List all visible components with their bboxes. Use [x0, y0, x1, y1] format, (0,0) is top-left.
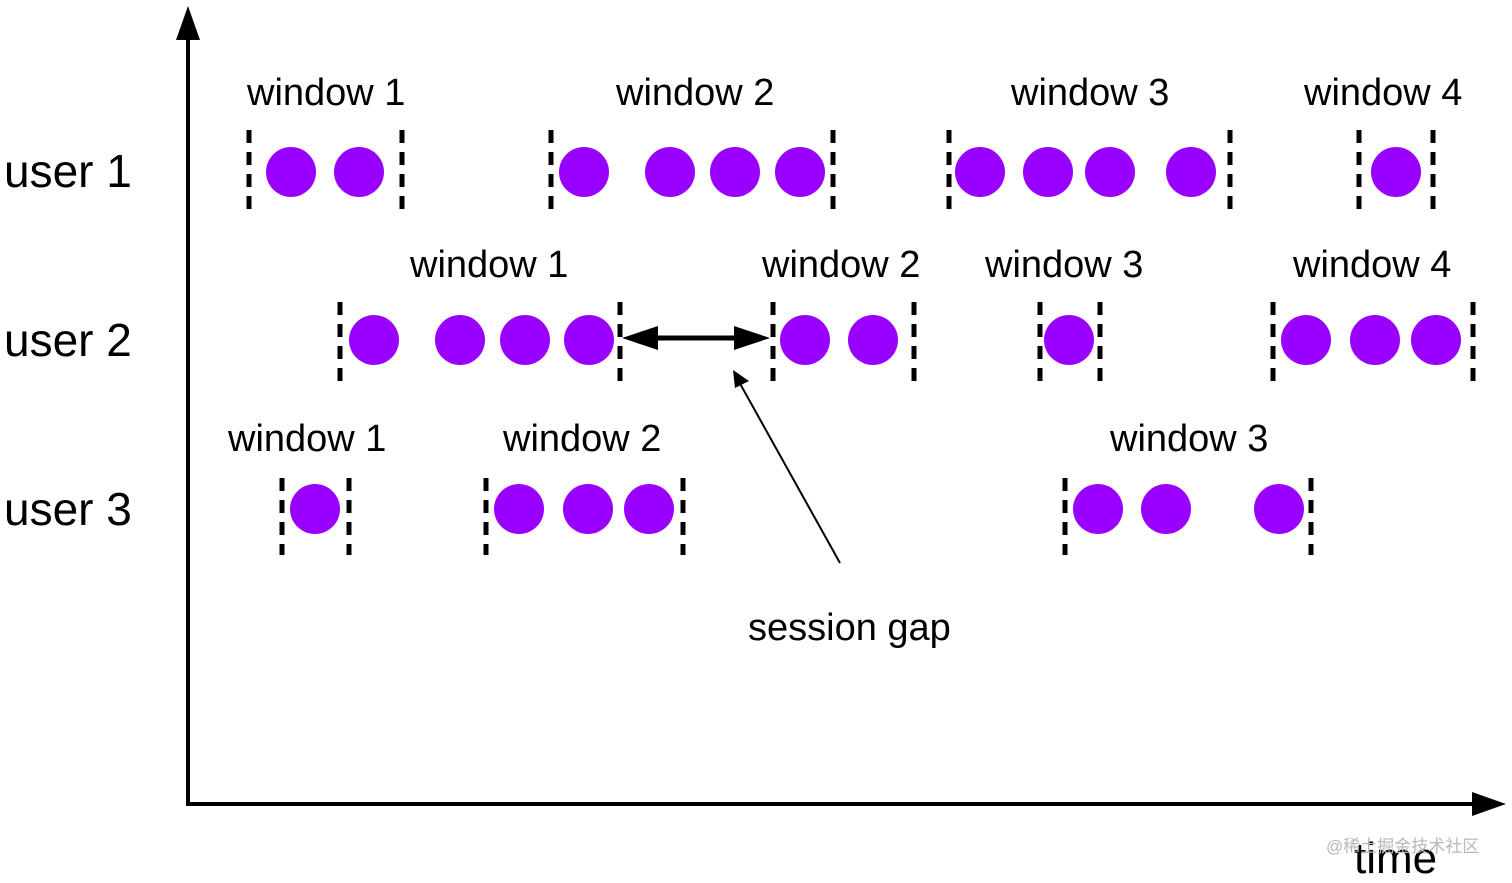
user-3-window-3-event-dot — [1141, 484, 1191, 534]
user-1-label: user 1 — [4, 145, 132, 197]
user-1-window-1-event-dot — [266, 147, 316, 197]
user-1-window-3-label: window 3 — [1011, 72, 1170, 114]
watermark: @稀土掘金技术社区 — [1326, 837, 1480, 856]
user-1-window-2-label: window 2 — [616, 72, 775, 114]
user-1-window-1-event-dot — [334, 147, 384, 197]
user-2-window-4-event-dot — [1350, 315, 1400, 365]
user-1-window-2-event-dot — [559, 147, 609, 197]
user-3-window-1-label: window 1 — [228, 418, 387, 460]
user-1-window-3-event-dot — [1085, 147, 1135, 197]
user-2-window-1-event-dot — [500, 315, 550, 365]
user-1-window-3-event-dot — [1023, 147, 1073, 197]
windows-layer — [246, 130, 1476, 555]
user-3-window-3-label: window 3 — [1110, 418, 1269, 460]
user-3-label: user 3 — [4, 483, 132, 535]
user-2-window-1-event-dot — [349, 315, 399, 365]
user-2-window-3-label: window 3 — [985, 244, 1144, 286]
session-gap-label: session gap — [748, 607, 951, 649]
time-axis-label: time — [1354, 834, 1438, 883]
user-1-window-2-event-dot — [645, 147, 695, 197]
user-1-window-3-event-dot — [1166, 147, 1216, 197]
session-gap-pointer — [733, 370, 841, 564]
user-3-window-3-event-dot — [1254, 484, 1304, 534]
user-3-window-3-event-dot — [1073, 484, 1123, 534]
user-3-window-2-event-dot — [494, 484, 544, 534]
user-1-window-1-label: window 1 — [247, 72, 406, 114]
user-2-window-1-event-dot — [564, 315, 614, 365]
x-axis-arrowhead — [1472, 792, 1506, 816]
user-2-window-2-event-dot — [780, 315, 830, 365]
user-2-label: user 2 — [4, 314, 132, 366]
session-gap-arrow — [622, 326, 770, 350]
user-2-window-4-event-dot — [1411, 315, 1461, 365]
user-1-window-2-event-dot — [775, 147, 825, 197]
user-2-window-4-event-dot — [1281, 315, 1331, 365]
user-3-window-1-event-dot — [290, 484, 340, 534]
user-1-window-2-event-dot — [710, 147, 760, 197]
user-2-window-3-event-dot — [1044, 315, 1094, 365]
user-1-window-4-label: window 4 — [1304, 72, 1463, 114]
user-3-window-2-event-dot — [624, 484, 674, 534]
y-axis-arrowhead — [176, 6, 200, 40]
user-1-window-3-event-dot — [955, 147, 1005, 197]
user-2-window-4-label: window 4 — [1293, 244, 1452, 286]
user-3-window-2-event-dot — [563, 484, 613, 534]
user-2-window-2-label: window 2 — [762, 244, 921, 286]
user-3-window-2-label: window 2 — [503, 418, 662, 460]
user-2-window-1-label: window 1 — [410, 244, 569, 286]
user-2-window-2-event-dot — [848, 315, 898, 365]
user-2-window-1-event-dot — [435, 315, 485, 365]
user-1-window-4-event-dot — [1371, 147, 1421, 197]
